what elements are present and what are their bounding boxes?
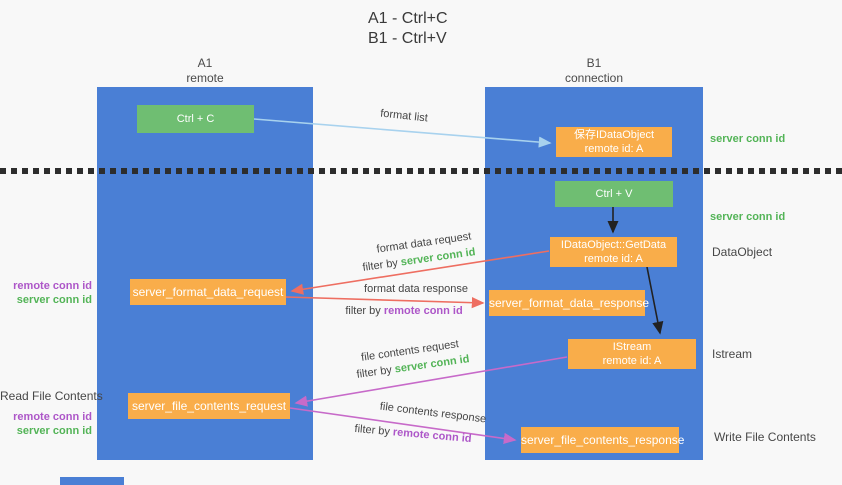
lane-a1-role: remote xyxy=(186,71,224,85)
lane-b1-name: B1 xyxy=(586,56,602,70)
filter-by-remote-conn-id-label-1: filter by remote conn id xyxy=(345,305,462,317)
save-dataobject-line1: 保存IDataObject xyxy=(573,129,655,141)
title-line-1: A1 - Ctrl+C xyxy=(368,10,448,27)
getdata-line1: IDataObject::GetData xyxy=(560,239,667,251)
save-dataobject-box: 保存IDataObject remote id: A xyxy=(556,127,672,157)
getdata-box: IDataObject::GetData remote id: A xyxy=(550,237,677,267)
server-file-contents-request-label: server_file_contents_request xyxy=(131,399,287,413)
server-file-contents-request-box: server_file_contents_request xyxy=(128,393,290,419)
bottom-window-fragment xyxy=(60,477,124,485)
remote-conn-id-text: remote conn id xyxy=(383,305,463,317)
save-dataobject-line2: remote id: A xyxy=(584,143,644,155)
left-server-conn-id-top: server conn id xyxy=(16,294,92,306)
lane-header-a1: A1 remote xyxy=(145,56,265,86)
format-data-response-arrow xyxy=(285,296,485,309)
ctrl-c-label: Ctrl + C xyxy=(176,113,215,125)
getdata-line2: remote id: A xyxy=(584,253,643,265)
lane-a1-name: A1 xyxy=(197,56,213,70)
format-data-response-label: format data response xyxy=(364,283,468,295)
ctrl-v-box: Ctrl + V xyxy=(555,181,673,207)
format-list-arrow xyxy=(253,118,552,148)
getdata-to-istream-arrow xyxy=(646,266,664,335)
server-format-data-request-box: server_format_data_request xyxy=(130,279,286,305)
ctrl-v-label: Ctrl + V xyxy=(595,188,633,200)
dataobject-label: DataObject xyxy=(712,245,773,259)
right-server-conn-id-mid: server conn id xyxy=(710,211,786,223)
left-server-conn-id-bottom: server conn id xyxy=(16,425,92,437)
istream-line1: IStream xyxy=(612,341,652,353)
server-file-contents-response-label: server_file_contents_response xyxy=(521,433,685,447)
filter-by-text: filter by xyxy=(345,305,381,317)
istream-side-label: Istream xyxy=(712,347,753,361)
write-file-contents-label: Write File Contents xyxy=(714,430,816,444)
left-remote-conn-id-top: remote conn id xyxy=(13,280,92,292)
file-contents-request-arrow xyxy=(294,356,568,407)
lane-header-b1: B1 connection xyxy=(534,56,654,86)
server-format-data-response-box: server_format_data_response xyxy=(489,290,650,316)
diagram-title: A1 - Ctrl+C B1 - Ctrl+V xyxy=(368,9,448,49)
file-contents-response-arrow xyxy=(289,407,517,444)
title-line-2: B1 - Ctrl+V xyxy=(368,30,447,47)
left-remote-conn-id-bottom: remote conn id xyxy=(13,411,92,423)
istream-box: IStream remote id: A xyxy=(568,339,696,369)
read-file-contents-label: Read File Contents xyxy=(0,389,103,403)
format-data-request-arrow xyxy=(290,250,550,295)
lane-b1-role: connection xyxy=(564,71,624,85)
ctrl-c-box: Ctrl + C xyxy=(137,105,254,133)
istream-line2: remote id: A xyxy=(602,355,662,367)
server-file-contents-response-box: server_file_contents_response xyxy=(521,427,685,453)
server-format-data-response-label: server_format_data_response xyxy=(489,296,650,310)
left-conn-id-stack-bottom: remote conn id server conn id xyxy=(0,410,92,438)
right-server-conn-id-top: server conn id xyxy=(710,133,786,145)
left-conn-id-stack-top: remote conn id server conn id xyxy=(0,279,92,307)
server-format-data-request-label: server_format_data_request xyxy=(132,285,284,299)
machine-boundary-divider xyxy=(0,168,842,174)
